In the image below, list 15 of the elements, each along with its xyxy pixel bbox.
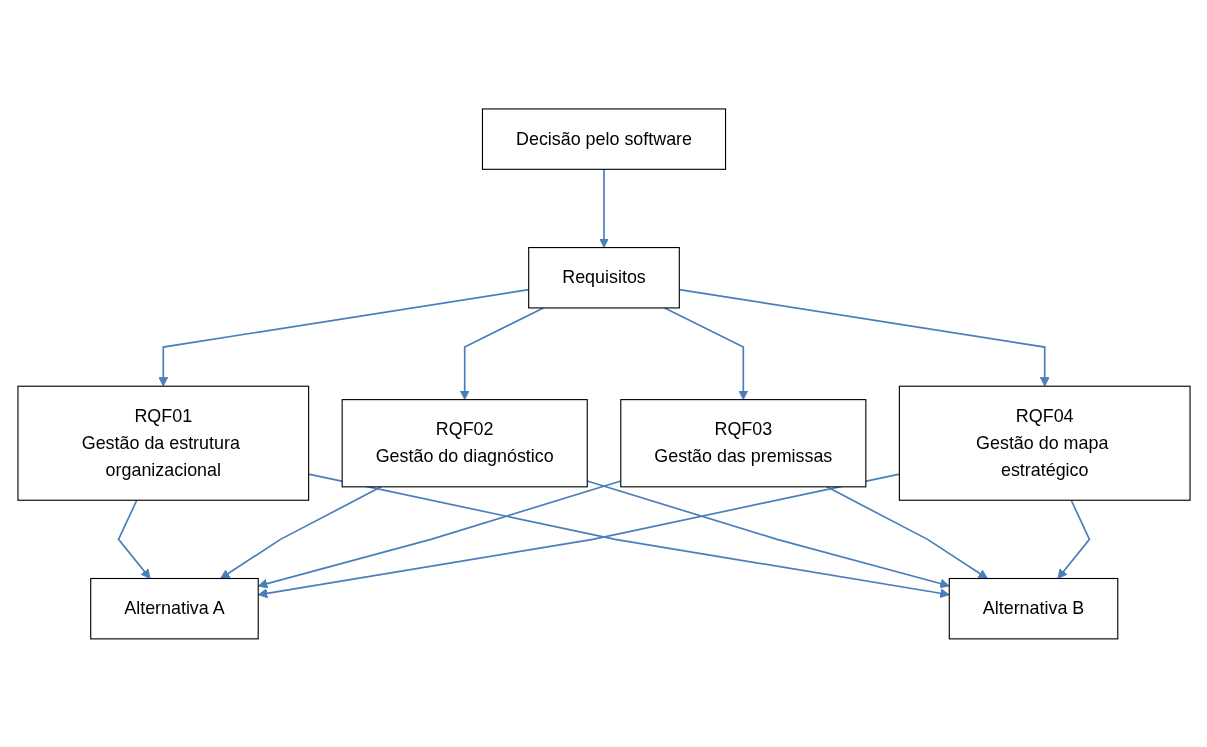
node-box: RQF03 Gestão das premissas xyxy=(619,398,866,487)
arrow xyxy=(1056,499,1090,579)
node-box: Alternativa B xyxy=(948,577,1118,639)
arrow xyxy=(117,499,151,579)
node-box: Decisão pelo software xyxy=(481,108,726,170)
arrow xyxy=(825,485,988,579)
arrow xyxy=(598,168,609,248)
arrow xyxy=(663,306,748,400)
arrow xyxy=(219,485,382,579)
arrow xyxy=(459,306,544,400)
node-box: Requisitos xyxy=(527,246,680,309)
node-box: Alternativa A xyxy=(89,577,259,639)
node-box: RQF01 Gestão da estrutura organizacional xyxy=(16,385,309,501)
node-box: RQF02 Gestão do diagnóstico xyxy=(341,398,588,487)
node-box: RQF04 Gestão do mapa estratégico xyxy=(898,385,1191,501)
